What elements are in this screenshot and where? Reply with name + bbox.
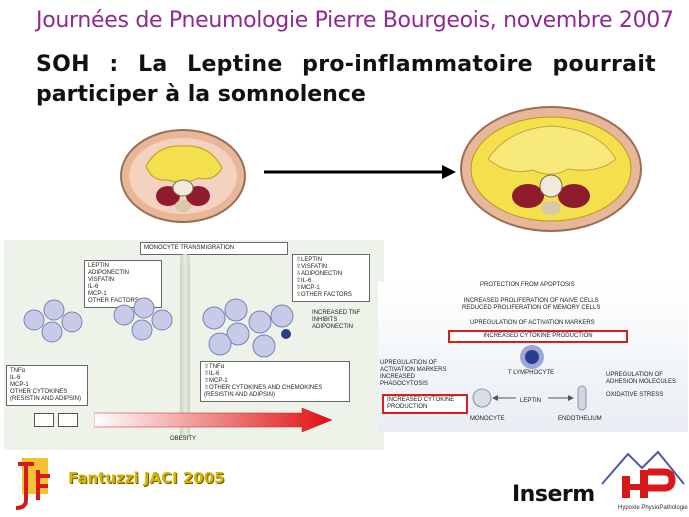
obese-cytokine-box: ⇧TNFα ⇧IL-6 ⇧MCP-1 ⇧OTHER CYTOKINES AND … (200, 361, 350, 402)
tnf-note: INCREASED TNF INHIBITS ADIPONECTIN (312, 310, 361, 330)
leptin-immune-diagram: PROTECTION FROM APOPTOSIS INCREASED PROL… (378, 282, 688, 432)
monocyte-transmigration-label: MONOCYTE TRANSMIGRATION (140, 242, 288, 255)
slide-title-line1: SOH : La Leptine pro-inflammatoire pourr… (36, 52, 656, 77)
lean-cytokine-box: TNFα IL-6 MCP-1 OTHER CYTOKINES (RESISTI… (6, 365, 88, 406)
lean-abdomen-image (120, 129, 246, 223)
t-lymphocyte-cell (520, 345, 544, 369)
endothelium-label: ENDOTHELIUM (558, 416, 602, 422)
conference-title: Journées de Pneumologie Pierre Bourgeois… (36, 8, 674, 33)
oxidative-stress-label: OXIDATIVE STRESS (606, 392, 664, 398)
monocyte-effects-list: UPREGULATION OF ACTIVATION MARKERS INCRE… (380, 360, 447, 387)
legend-square (58, 413, 78, 427)
obesity-arrow (94, 408, 333, 432)
transition-arrow (264, 165, 456, 179)
obesity-label: OBESITY (170, 436, 197, 442)
inserm-logo: Inserm (512, 482, 595, 507)
hp2-logo (601, 450, 685, 498)
leptin-arrows (472, 385, 587, 411)
t-lymphocyte-label: T LYMPHOCYTE (508, 370, 555, 376)
endothelium-effects-list: UPREGULATION OF ADHESION MOLECULES (606, 372, 677, 385)
adipocyte-cells (23, 297, 294, 358)
obese-adipokine-list-box: ⇧LEPTIN ⇧VISFATIN ⇩ADIPONECTIN ⇧IL-6 ⇧MC… (292, 254, 370, 302)
obese-abdomen-image (460, 106, 642, 232)
monocyte-label: MONOCYTE (470, 416, 505, 422)
upregulation-markers-label: UPREGULATION OF ACTIVATION MARKERS (470, 320, 595, 326)
adipose-inflammation-diagram: MONOCYTE TRANSMIGRATION LEPTIN ADIPONECT… (4, 240, 384, 450)
hp2-caption: Hypoxie PhysioPathologie (618, 505, 688, 511)
citation: Fantuzzi JACI 2005 (68, 469, 225, 487)
protection-label: PROTECTION FROM APOPTOSIS (480, 282, 575, 288)
jf-logo (15, 458, 50, 510)
proliferation-label: INCREASED PROLIFERATION OF NAIVE CELLS R… (462, 298, 601, 311)
slide-title-line2: participer à la somnolence (36, 82, 366, 107)
cytokine-highlight-top: INCREASED CYTOKINE PRODUCTION (448, 330, 628, 343)
leptin-label: LEPTIN (520, 398, 542, 404)
lean-legend-square (34, 413, 54, 427)
cytokine-highlight-left: INCREASED CYTOKINE PRODUCTION (382, 394, 468, 414)
vessel-wall (180, 254, 190, 439)
